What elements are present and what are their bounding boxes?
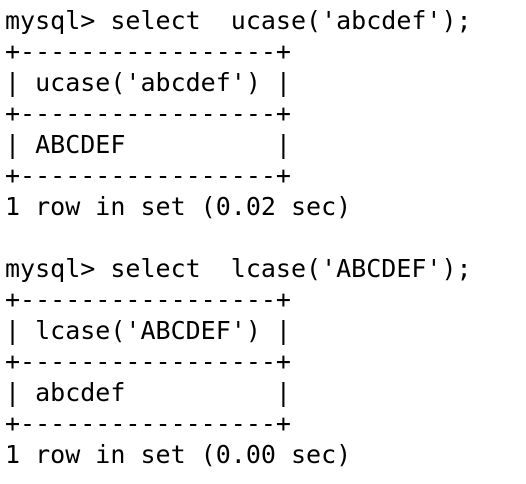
table-header-row: | ucase('abcdef') |	[5, 68, 291, 97]
query-block-lcase: mysql> select lcase('ABCDEF'); +--------…	[5, 253, 526, 470]
table-value-row: | ABCDEF |	[5, 130, 291, 159]
table-border-middle: +-----------------+	[5, 347, 291, 376]
table-header-row: | lcase('ABCDEF') |	[5, 316, 291, 345]
query-block-ucase: mysql> select ucase('abcdef'); +--------…	[5, 5, 526, 222]
table-border-top: +-----------------+	[5, 285, 291, 314]
result-status: 1 row in set (0.02 sec)	[5, 192, 352, 221]
blank-line	[5, 222, 526, 253]
command-line: mysql> select ucase('abcdef');	[5, 6, 472, 35]
command-line: mysql> select lcase('ABCDEF');	[5, 254, 472, 283]
table-border-bottom: +-----------------+	[5, 161, 291, 190]
table-border-middle: +-----------------+	[5, 99, 291, 128]
table-value-row: | abcdef |	[5, 378, 291, 407]
table-border-bottom: +-----------------+	[5, 409, 291, 438]
table-border-top: +-----------------+	[5, 37, 291, 66]
result-status: 1 row in set (0.00 sec)	[5, 440, 352, 469]
